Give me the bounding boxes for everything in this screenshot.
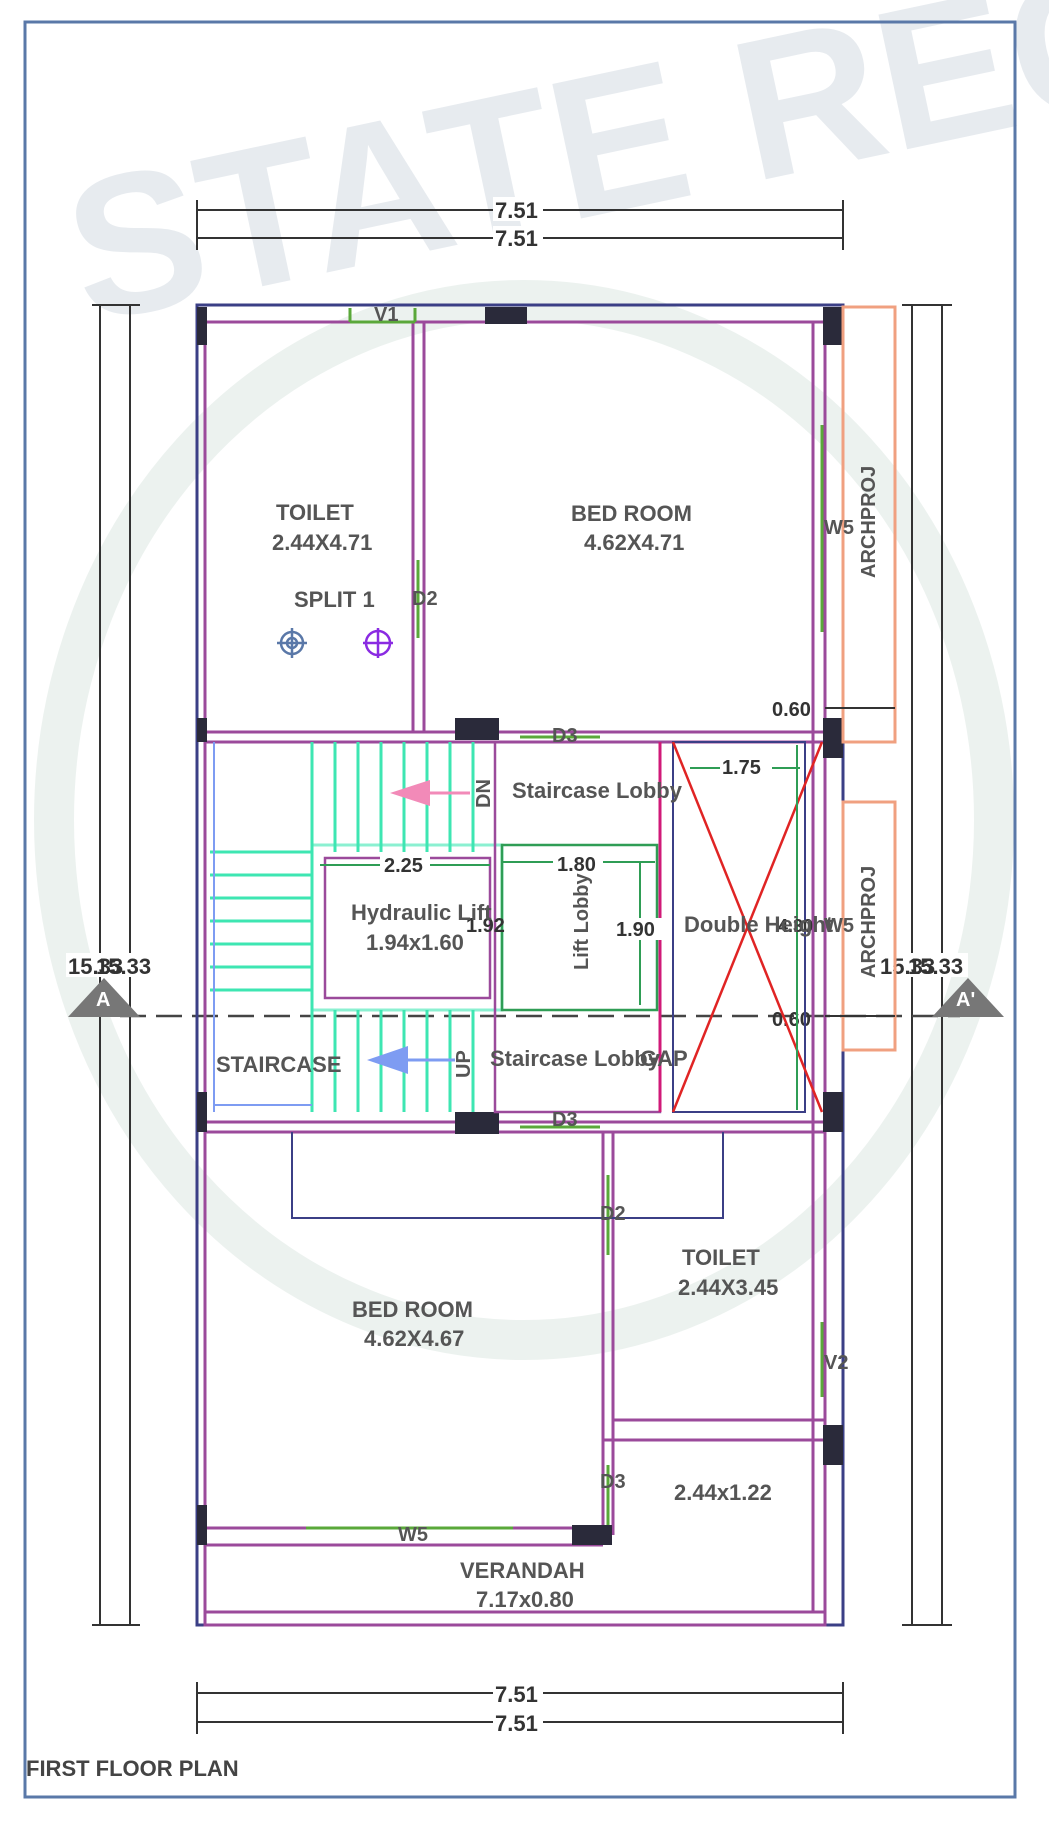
staircase-lobby-top-label: Staircase Lobby bbox=[512, 778, 683, 803]
door-d3-top-label: D3 bbox=[552, 725, 578, 747]
arch-projections bbox=[841, 305, 897, 1052]
lift-shaft-depth-dimension: 1.92 bbox=[466, 915, 505, 937]
toilet-bottom-size: 2.44X3.45 bbox=[678, 1275, 778, 1300]
bay-window-outline bbox=[291, 1132, 724, 1219]
stair-up-arrow bbox=[367, 1046, 455, 1074]
section-label-left: A bbox=[96, 989, 110, 1011]
stair-down-label: DN bbox=[473, 779, 495, 808]
window-w5-mid-label: W5 bbox=[824, 915, 854, 937]
window-w5-bottom-label: W5 bbox=[398, 1524, 428, 1546]
window-v2-label: V2 bbox=[824, 1352, 848, 1374]
gap-label: GAP bbox=[640, 1046, 688, 1071]
right-dimension-inner: 15.33 bbox=[908, 954, 963, 979]
section-marker-right bbox=[932, 978, 1004, 1017]
double-height-void bbox=[672, 741, 806, 1113]
lift-lobby-label: Lift Lobby bbox=[571, 872, 593, 970]
staircase-landing-dimension: 2.25 bbox=[384, 855, 423, 877]
door-d2-top-label: D2 bbox=[412, 588, 438, 610]
left-dimension-overall: 15.33 bbox=[68, 954, 123, 979]
bottom-dimension-outer: 7.51 bbox=[495, 1682, 538, 1707]
door-d3-mid-label: D3 bbox=[552, 1109, 578, 1131]
double-height-width-dimension: 1.75 bbox=[722, 757, 761, 779]
double-height-depth-dimension: 4.30 bbox=[778, 916, 813, 936]
columns bbox=[197, 307, 843, 1545]
store-size: 2.44x1.22 bbox=[674, 1480, 772, 1505]
top-dimension-inner: 7.51 bbox=[495, 226, 538, 251]
projection-dimension-lines bbox=[825, 707, 895, 1017]
arch-projection-upper-label: ARCHPROJ bbox=[858, 466, 880, 578]
watermark: STATE REGUL bbox=[34, 0, 1049, 1360]
lift-lobby-width-dimension: 1.80 bbox=[557, 854, 596, 876]
section-label-right: A' bbox=[956, 989, 975, 1011]
stair-down-arrow bbox=[390, 780, 470, 806]
projection-dimension-upper: 0.60 bbox=[772, 699, 811, 721]
right-dimension-overall: 15.33 bbox=[880, 954, 935, 979]
toilet-top-size: 2.44X4.71 bbox=[272, 530, 372, 555]
lift-lobby-depth-dimension: 1.90 bbox=[616, 919, 655, 941]
toilet-top-name: TOILET bbox=[276, 500, 354, 525]
bed-bottom-size: 4.62X4.67 bbox=[364, 1326, 464, 1351]
bed-bottom-name: BED ROOM bbox=[352, 1297, 473, 1322]
bottom-dimension-inner: 7.51 bbox=[495, 1711, 538, 1736]
double-height-label: Double Height bbox=[684, 912, 834, 937]
windows bbox=[306, 308, 824, 1530]
split-ac-outdoor-icon bbox=[363, 628, 393, 658]
toilet-bottom-name: TOILET bbox=[682, 1245, 760, 1270]
section-marker-left bbox=[68, 978, 140, 1017]
split-label: SPLIT 1 bbox=[294, 587, 375, 612]
lift-name: Hydraulic Lift bbox=[351, 900, 492, 925]
arch-projection-lower-label: ARCHPROJ bbox=[858, 866, 880, 978]
left-dimension-inner: 15.33 bbox=[96, 954, 151, 979]
bed-top-size: 4.62X4.71 bbox=[584, 530, 684, 555]
stair-up-label: UP bbox=[453, 1050, 475, 1078]
window-v1-label: V1 bbox=[374, 304, 398, 326]
staircase-label: STAIRCASE bbox=[216, 1052, 342, 1077]
top-dimension-outer: 7.51 bbox=[495, 198, 538, 223]
bed-top-name: BED ROOM bbox=[571, 501, 692, 526]
staircase-lobby-bottom-label: Staircase Lobby bbox=[490, 1046, 661, 1071]
door-d2-bottom-label: D2 bbox=[600, 1203, 626, 1225]
lift-size: 1.94x1.60 bbox=[366, 930, 464, 955]
sheet-frame bbox=[23, 20, 1017, 1799]
window-w5-top-label: W5 bbox=[824, 517, 854, 539]
plan-title: FIRST FLOOR PLAN bbox=[26, 1756, 239, 1781]
split-ac-indoor-icon bbox=[277, 628, 307, 658]
verandah-name: VERANDAH bbox=[460, 1558, 585, 1583]
verandah-size: 7.17x0.80 bbox=[476, 1587, 574, 1612]
door-d3-bottom-label: D3 bbox=[600, 1471, 626, 1493]
